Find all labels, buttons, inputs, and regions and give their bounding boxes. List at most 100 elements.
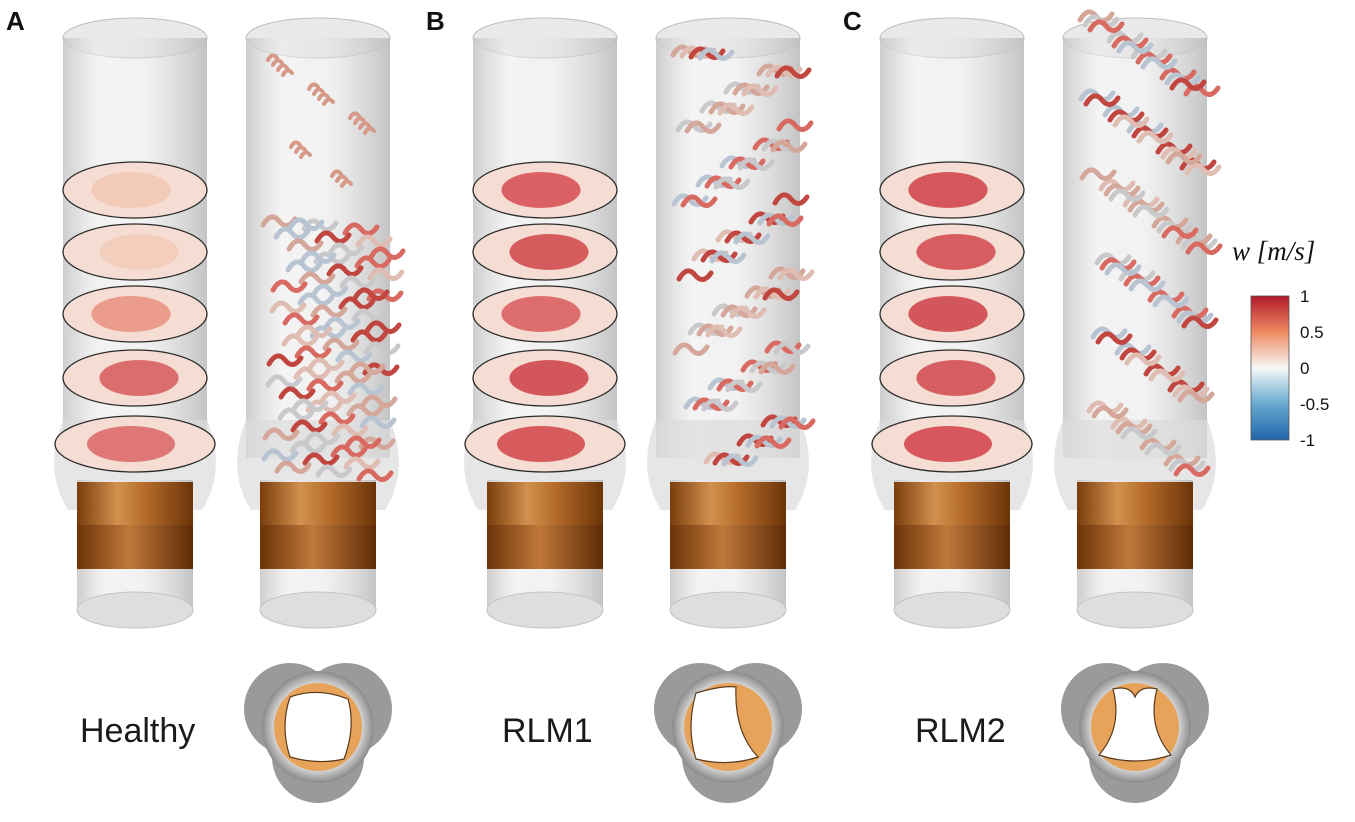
vortex-structure: [680, 194, 718, 208]
colorbar-tick-minus-0-5: -0.5: [1300, 395, 1330, 414]
valve-orifice: [284, 691, 352, 763]
vortex-structure: [281, 333, 319, 347]
vortex-structure: [1148, 368, 1186, 382]
velocity-patch: [908, 296, 988, 332]
valve-leaflets: [670, 482, 786, 525]
vortex-structure: [340, 179, 353, 188]
vortex-structure: [1136, 130, 1174, 144]
velocity-patch: [501, 296, 581, 332]
vortex-structure: [772, 192, 810, 206]
vortex-structure: [1108, 188, 1146, 202]
vortex-structure: [315, 464, 353, 478]
vortex-structure: [282, 312, 320, 326]
velocity-patch: [99, 234, 179, 270]
valve-ring: [670, 525, 786, 569]
vortex-structure: [330, 444, 368, 458]
velocity-patch: [501, 172, 581, 208]
vortex-structure: [343, 456, 381, 470]
vortex-structure: [672, 342, 710, 356]
vortex-structure: [273, 226, 311, 240]
vortex-structure: [1120, 426, 1158, 440]
vortex-structure: [729, 305, 767, 319]
vessel-models: [54, 9, 1223, 629]
vortex-structure: [277, 407, 315, 421]
vortex-structure: [307, 357, 345, 371]
valve-top-view: [244, 663, 392, 803]
panel-letter-c: C: [843, 6, 862, 36]
vortex-structure: [265, 374, 303, 388]
vortex-structure: [733, 231, 771, 245]
vortex-structure: [302, 452, 340, 466]
vortex-structure: [762, 287, 800, 301]
valve-top-views: [244, 663, 1209, 803]
vortex-structure: [1112, 114, 1150, 128]
vortex-structure: [1124, 352, 1162, 366]
valve-leaflets: [1077, 482, 1193, 525]
vortex-structure: [276, 63, 289, 72]
vortex-structure: [777, 267, 815, 281]
valve-leaflets: [487, 482, 603, 525]
vortex-structure: [291, 398, 329, 412]
valve-top-view: [654, 663, 802, 803]
vortex-structure: [713, 176, 751, 190]
vortex-structure: [354, 255, 392, 269]
vortex-structure: [306, 378, 344, 392]
vortex-structure: [709, 250, 747, 264]
vortex-structure: [741, 83, 779, 97]
vortex-structure: [721, 453, 759, 467]
vortex-structure: [684, 120, 722, 134]
vortex-structure: [271, 58, 284, 67]
vortex-structure: [266, 53, 279, 62]
vortex-structure: [363, 341, 401, 355]
velocity-patch: [916, 360, 996, 396]
vortex-structure: [1161, 225, 1199, 239]
velocity-patch: [904, 426, 992, 462]
vessel-model: [54, 17, 216, 629]
vortex-structure: [312, 87, 325, 96]
vortex-structure: [705, 324, 743, 338]
valve-ring: [1077, 525, 1193, 569]
vessel-bottom-cap: [1076, 591, 1194, 629]
vortex-structure: [266, 353, 304, 367]
vortex-structure: [367, 267, 405, 281]
vortex-structure: [776, 118, 814, 132]
vortex-structure: [352, 287, 390, 301]
valve-ring: [77, 525, 193, 569]
vessel-model: [464, 17, 626, 629]
vortex-structure: [334, 370, 372, 384]
vortex-structure: [697, 47, 735, 61]
vortex-structure: [1116, 40, 1154, 54]
vortex-structure: [294, 145, 307, 154]
valve-ring: [894, 525, 1010, 569]
vortex-structure: [1083, 93, 1121, 107]
vessel-bottom-cap: [669, 591, 787, 629]
vortex-structure: [261, 448, 299, 462]
vortex-structure: [326, 263, 364, 277]
colorbar-tick-minus-1: -1: [1300, 431, 1316, 450]
vortex-structure: [1140, 56, 1178, 70]
valve-ring: [260, 525, 376, 569]
vortex-structure: [1128, 278, 1166, 292]
vortex-structure: [360, 394, 398, 408]
valve-ring: [487, 525, 603, 569]
vortex-structure: [766, 213, 804, 227]
vortex-structure: [355, 234, 393, 248]
vortex-structure: [1185, 241, 1223, 255]
valve-leaflets: [77, 482, 193, 525]
vortex-structure: [717, 102, 755, 116]
vessel-bottom-cap: [76, 591, 194, 629]
vortex-structure: [1144, 442, 1182, 456]
colorbar-tick-1: 1: [1300, 287, 1310, 306]
vortex-structure: [327, 242, 365, 256]
vortex-structure: [773, 341, 811, 355]
valve-orifice: [690, 686, 760, 764]
vortex-structure: [1087, 19, 1125, 33]
velocity-patch: [91, 296, 171, 332]
vortex-structure: [281, 68, 294, 77]
valve-top-view: [1061, 663, 1209, 803]
vortex-structure: [299, 250, 337, 264]
vortex-structure: [342, 222, 380, 236]
vessel-bottom-cap: [259, 591, 377, 629]
